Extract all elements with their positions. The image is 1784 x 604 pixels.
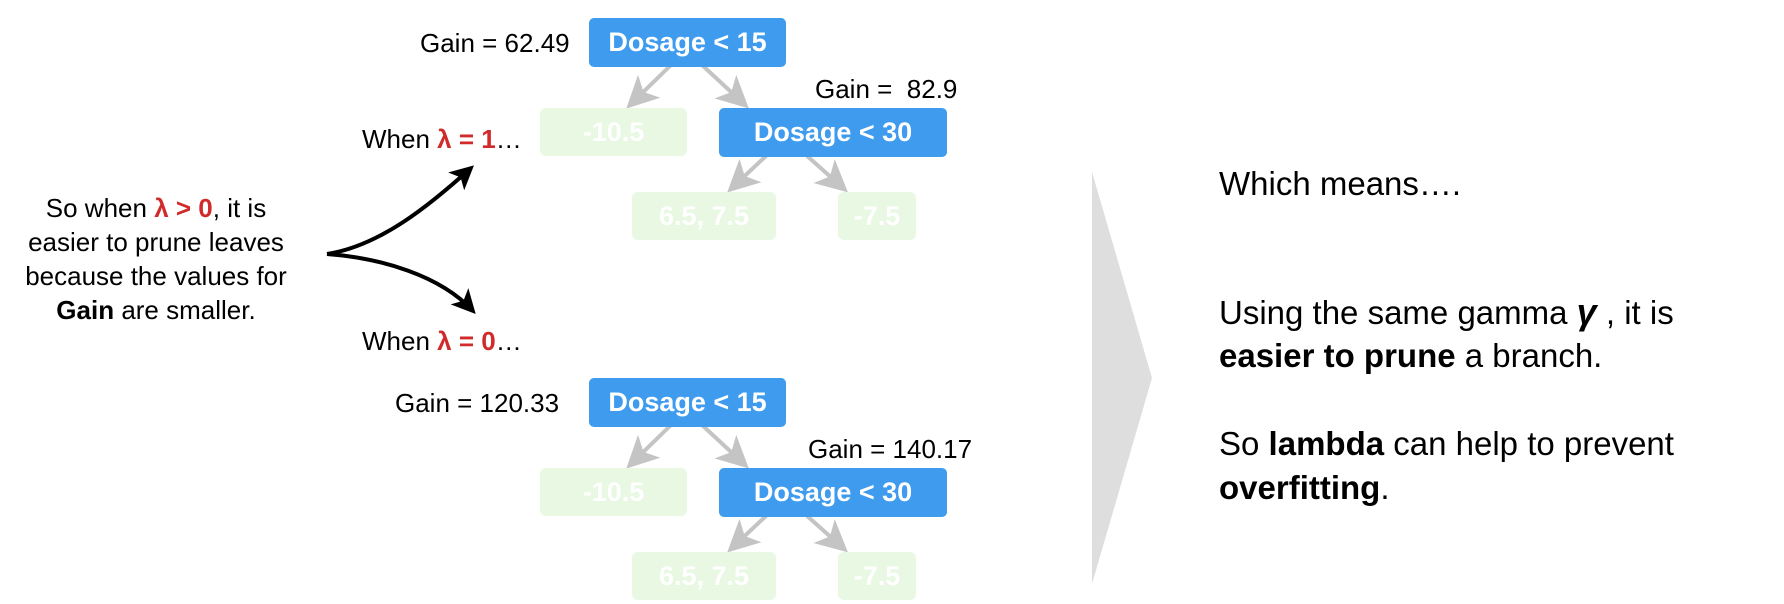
lambda-line: So lambda can help to prevent (1219, 425, 1674, 462)
bottom-when-label: When λ = 0… (362, 326, 522, 356)
top-root-label: Dosage < 15 (608, 27, 767, 57)
top-leaf-b-label: -7.5 (853, 200, 901, 231)
bottom-child-label: Dosage < 30 (753, 477, 913, 507)
top-root-node: Dosage < 15 (589, 18, 786, 67)
bottom-gain-root: Gain = 120.33 (395, 388, 560, 418)
bottom-leaf-b-label: -7.5 (853, 560, 901, 591)
bottom-tree-connectors (626, 423, 848, 553)
bottom-leaf-b: -7.5 (838, 552, 916, 600)
gamma-line: Using the same gamma γ , it is (1219, 291, 1674, 332)
left-explanation: So when λ > 0, it is easier to prune lea… (0, 191, 312, 327)
top-gain-root: Gain = 62.49 (420, 28, 570, 58)
top-gain-child: Gain = 82.9 (815, 74, 958, 104)
prune-line: easier to prune a branch. (1219, 337, 1603, 374)
bottom-root-node: Dosage < 15 (589, 378, 786, 427)
top-child-label: Dosage < 30 (753, 117, 913, 147)
top-leaf-left-label: -10.5 (582, 116, 645, 147)
bottom-leaf-left: -10.5 (540, 468, 687, 516)
bottom-leaf-left-label: -10.5 (582, 476, 645, 507)
top-child-node: Dosage < 30 (719, 108, 947, 157)
lambda-positive: λ > 0 (154, 193, 213, 223)
top-leaf-b: -7.5 (838, 192, 916, 240)
left-line-1: So when λ > 0, it is (45, 193, 267, 223)
bottom-leaf-a: 6.5, 7.5 (632, 552, 776, 600)
branch-arrows (326, 165, 476, 314)
overfitting-line: overfitting. (1219, 469, 1390, 506)
top-leaf-a-label: 6.5, 7.5 (658, 200, 750, 231)
top-leaf-a: 6.5, 7.5 (632, 192, 776, 240)
left-line-4: Gain are smaller. (56, 295, 256, 325)
bottom-leaf-a-label: 6.5, 7.5 (658, 560, 750, 591)
top-leaf-left: -10.5 (540, 108, 687, 156)
bottom-child-node: Dosage < 30 (719, 468, 947, 517)
lambda-one: λ = 1 (437, 124, 496, 154)
bottom-root-label: Dosage < 15 (608, 387, 767, 417)
top-when-label: When λ = 1… (362, 124, 522, 154)
which-means: Which means…. (1219, 165, 1462, 202)
chevron-arrow-icon (1092, 172, 1152, 584)
left-line-2: easier to prune leaves (28, 227, 284, 257)
top-tree-connectors (626, 63, 848, 193)
left-line-3: because the values for (25, 261, 287, 291)
gamma-symbol: γ (1576, 291, 1597, 332)
bottom-gain-child: Gain = 140.17 (808, 434, 973, 464)
lambda-zero: λ = 0 (437, 326, 496, 356)
